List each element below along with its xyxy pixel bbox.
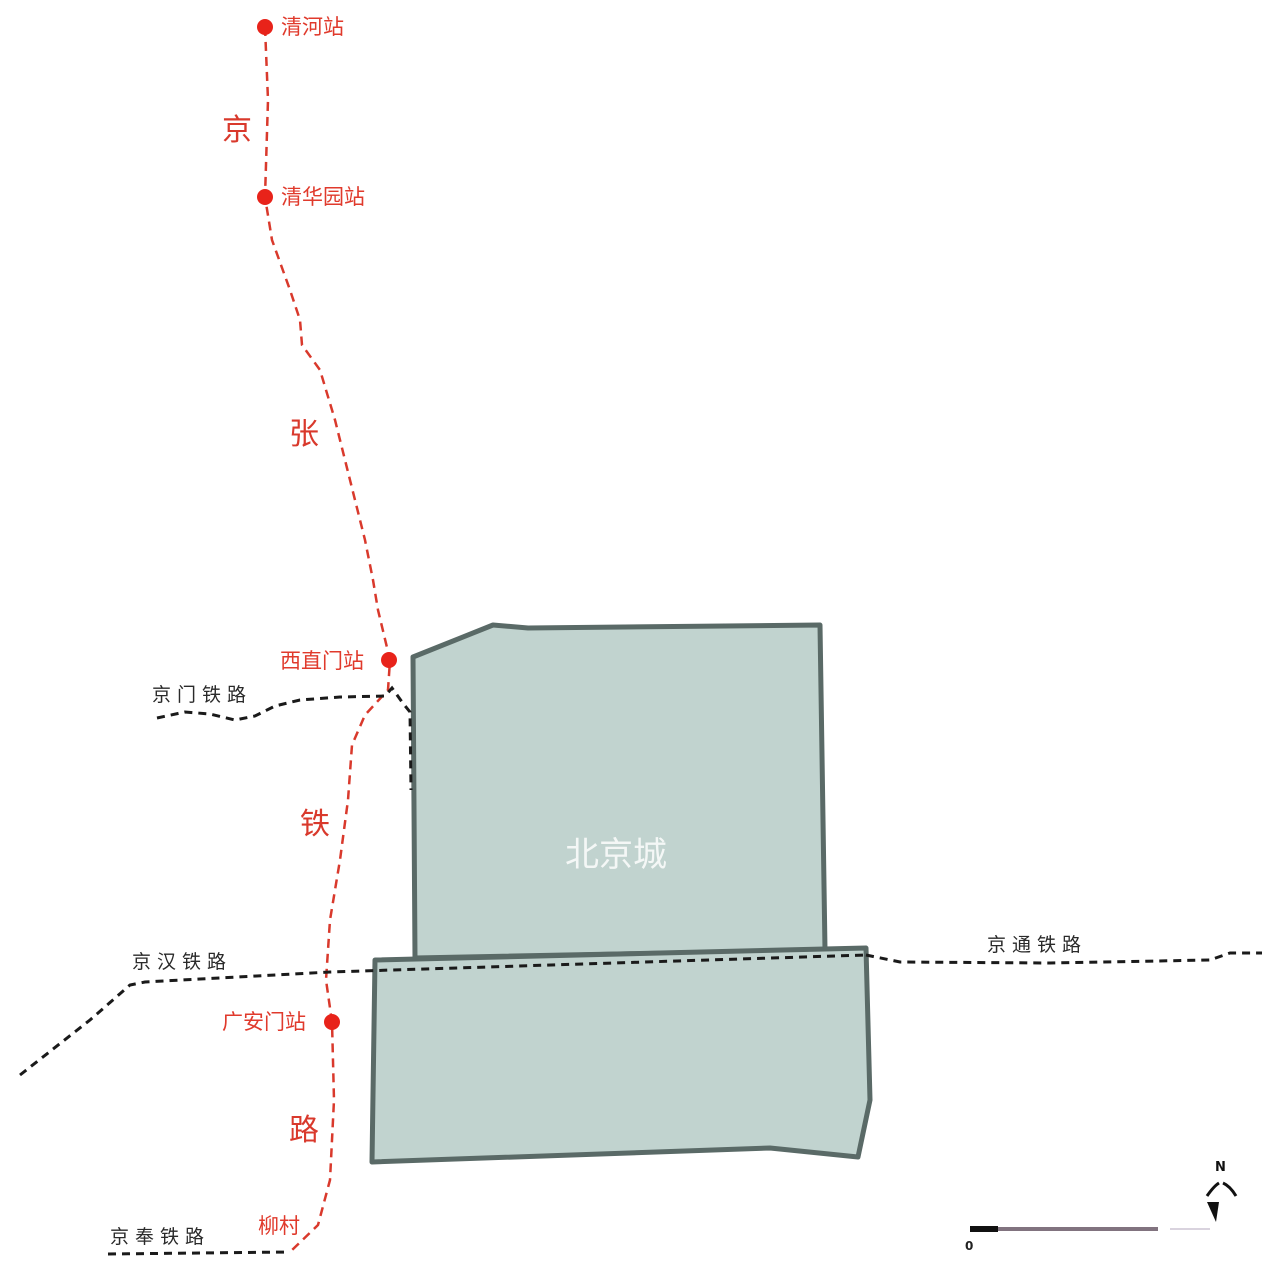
route-char-lu: 路 [289,1113,319,1148]
route-char-jing: 京 [222,113,252,148]
station-label-xizhimen: 西直门站 [280,649,364,673]
station-label-qinghe: 清河站 [281,15,344,39]
station-label-guanganmen: 广安门站 [222,1010,306,1034]
station-dot-guanganmen [324,1014,340,1030]
jinghan-railway-line [19,953,867,1077]
inner-city-outline [410,622,828,961]
station-dot-xizhimen [381,652,397,668]
route-char-zhang: 张 [289,417,319,452]
jingtong-railway-line [865,951,1262,965]
station-label-qinghuayuan: 清华园站 [281,185,365,209]
railway-label-jinghan: 京汉铁路 [132,951,233,973]
railway-label-jingfeng: 京奉铁路 [110,1226,211,1248]
north-arrow-icon [1205,1181,1238,1222]
jingmen-railway-line [156,685,413,791]
railway-label-jingmen: 京门铁路 [152,684,253,706]
north-label: N [1215,1160,1226,1175]
scale-zero-label: 0 [965,1239,974,1253]
station-dot-qinghe [257,19,273,35]
city-label-beijing: 北京城 [565,835,667,875]
jingfeng-railway-line [107,1250,291,1256]
station-dot-qinghuayuan [257,189,273,205]
outer-city-outline [369,945,873,1165]
railway-label-jingtong: 京通铁路 [987,934,1088,956]
scale-bar [970,1226,1210,1232]
station-label-liucun: 柳村 [258,1214,300,1238]
route-char-tie: 铁 [300,807,330,842]
